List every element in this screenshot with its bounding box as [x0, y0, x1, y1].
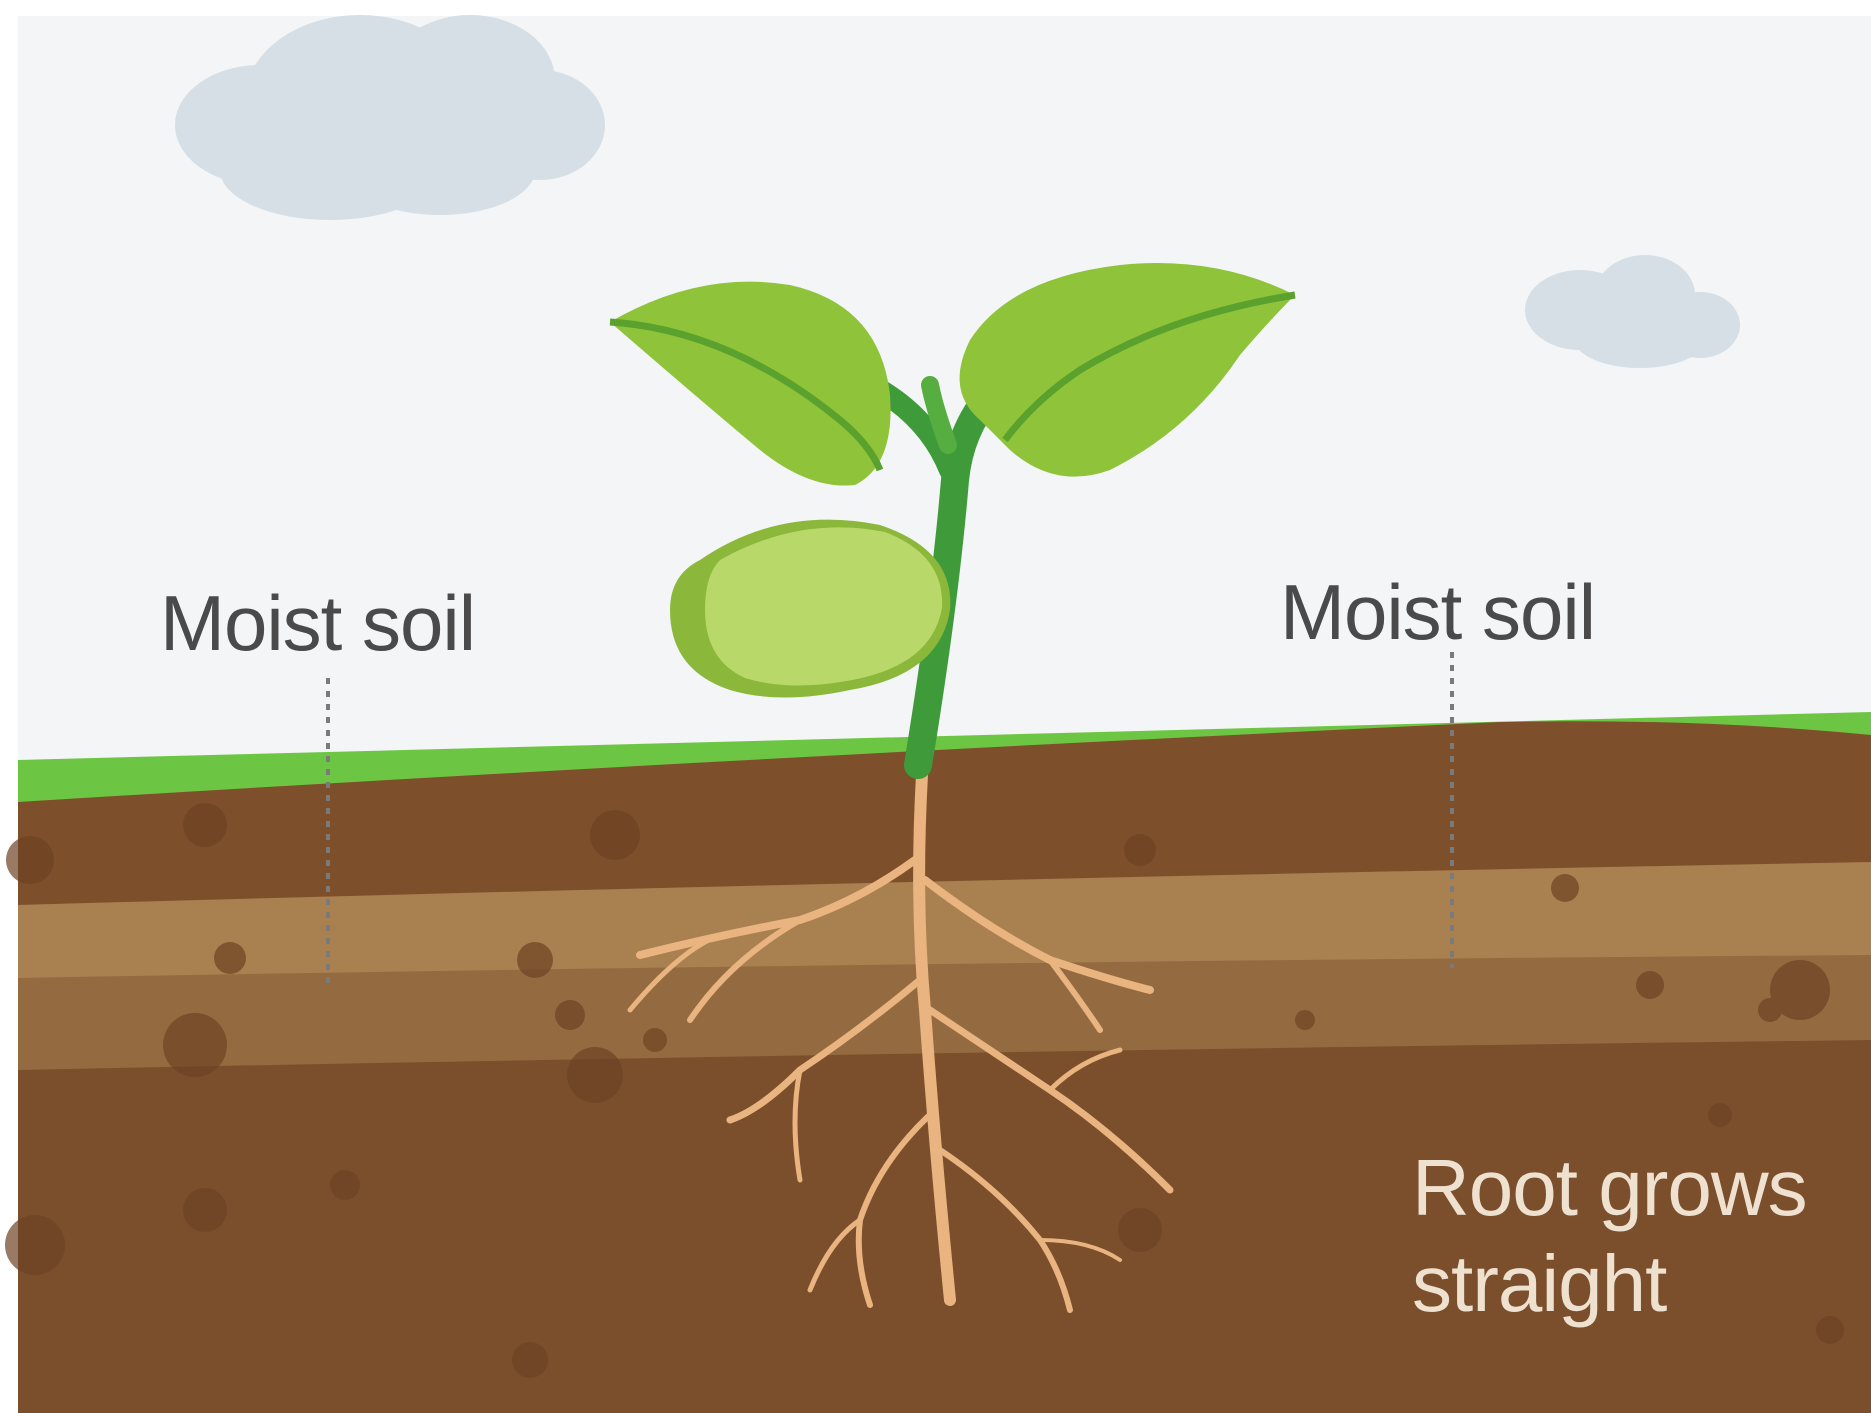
label-root-line-2: straight — [1412, 1236, 1807, 1332]
label-moist-soil-left: Moist soil — [160, 578, 475, 669]
label-root-line-1: Root grows — [1412, 1140, 1807, 1236]
label-root-grows-straight: Root grows straight — [1412, 1140, 1807, 1332]
label-moist-soil-right: Moist soil — [1280, 567, 1595, 658]
